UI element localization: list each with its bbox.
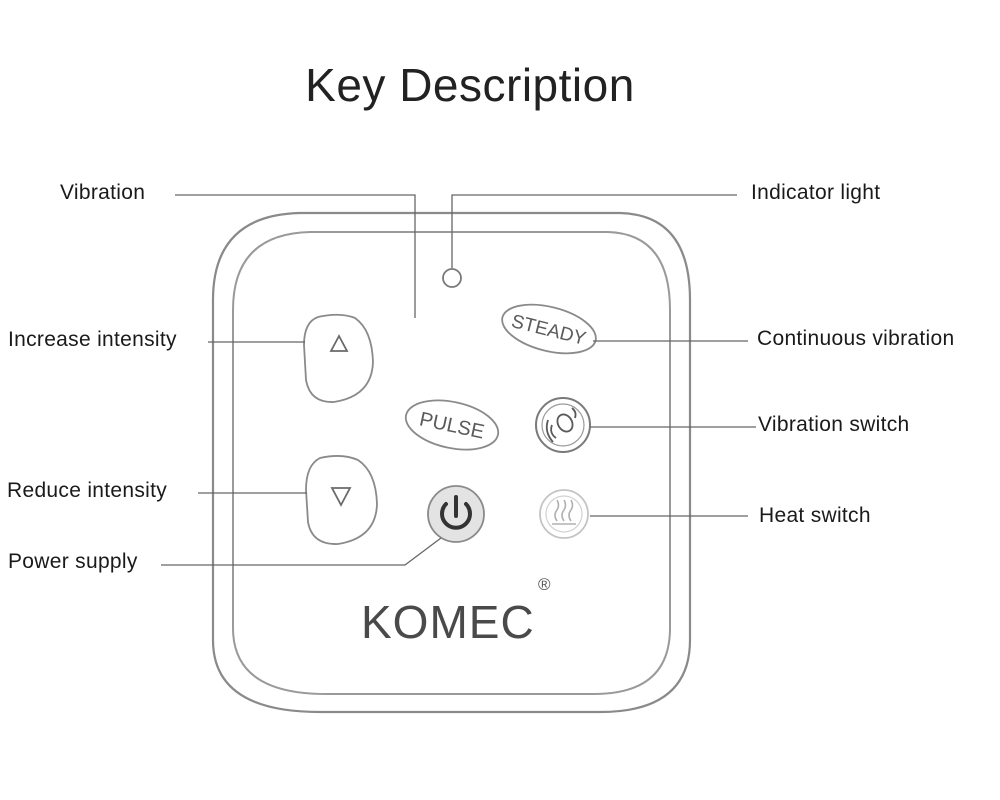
reduce-intensity-button[interactable] [305, 455, 378, 545]
power-supply-label: Power supply [8, 550, 138, 573]
triangle-down-icon [330, 487, 352, 507]
brand-logo: KOMEC [361, 596, 535, 648]
page-title: Key Description [305, 59, 635, 111]
heat-switch-label: Heat switch [759, 504, 871, 527]
pulse-button[interactable]: PULSE [401, 393, 503, 458]
power-supply-button[interactable] [427, 485, 485, 543]
power-icon [440, 495, 472, 530]
heat-icon [552, 499, 576, 525]
vibration-switch-label: Vibration switch [758, 413, 910, 436]
indicator-light-leader-line [451, 194, 737, 268]
steady-button[interactable]: STEADY [497, 296, 601, 362]
remote-outer-shell [211, 211, 692, 714]
triangle-up-icon [329, 334, 349, 352]
vibration-leader-line [175, 194, 416, 318]
remote-inner-face [232, 231, 671, 695]
registered-mark: ® [538, 575, 551, 594]
heat-switch-button[interactable] [539, 489, 589, 539]
vibration-switch-button[interactable] [535, 397, 591, 453]
vibration-label: Vibration [60, 181, 146, 204]
power-supply-leader-line [161, 537, 442, 566]
indicator-light-label: Indicator light [751, 181, 881, 204]
increase-intensity-button[interactable] [303, 313, 374, 403]
indicator-light-icon [442, 268, 462, 288]
reduce-intensity-label: Reduce intensity [7, 479, 168, 502]
vibration-icon [545, 407, 577, 443]
increase-intensity-label: Increase intensity [8, 328, 177, 351]
continuous-vibration-label: Continuous vibration [757, 327, 955, 350]
